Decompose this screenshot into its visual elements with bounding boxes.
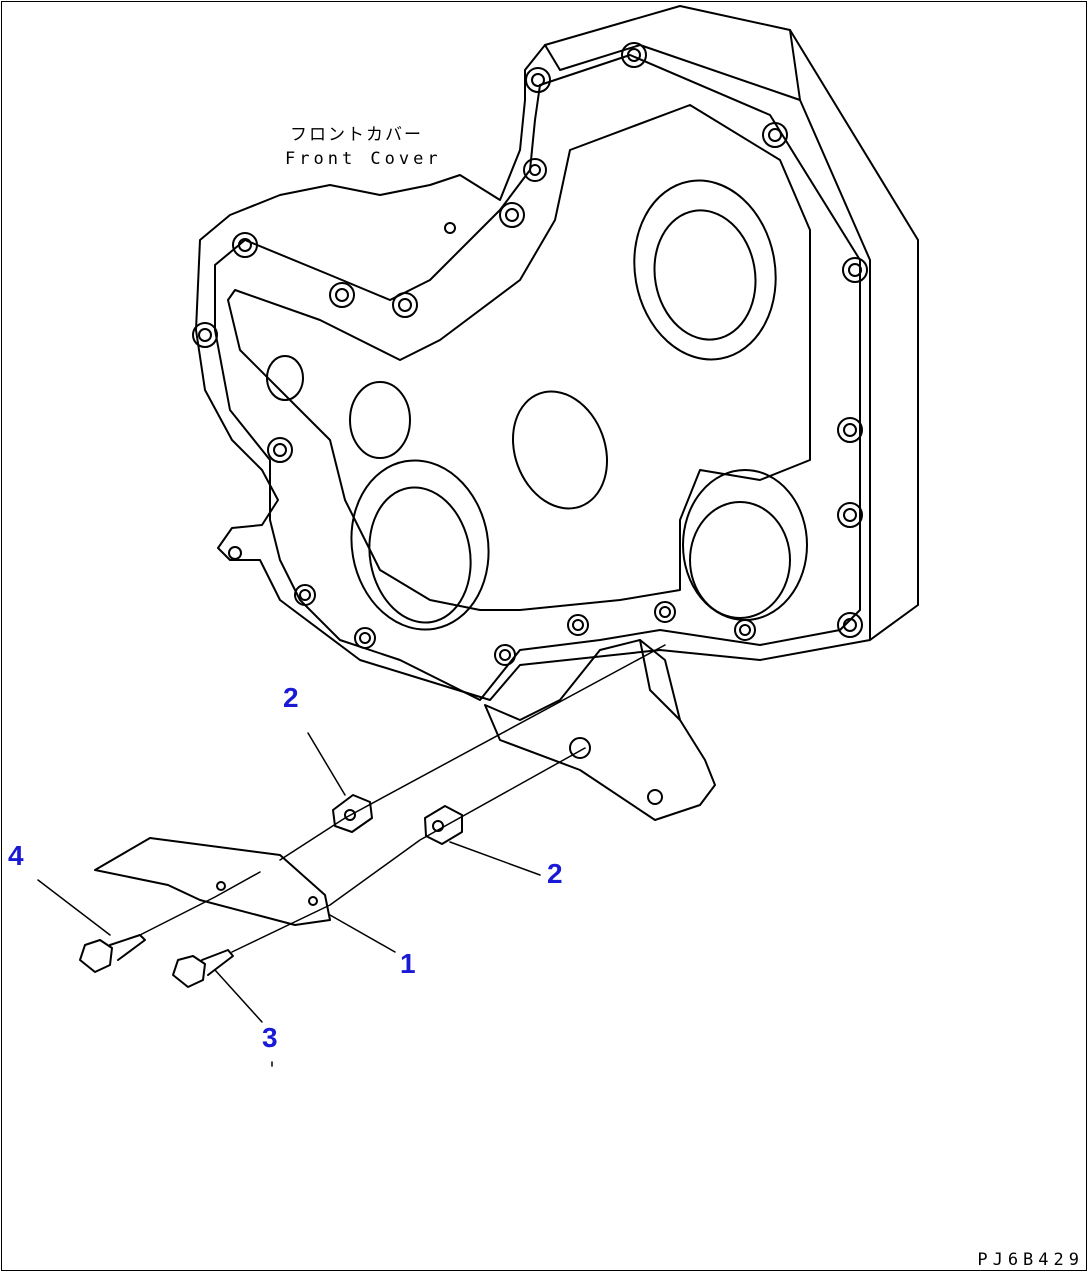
leader-1 — [329, 914, 396, 953]
cover-plate — [94, 837, 331, 926]
callout-4: 4 — [8, 840, 24, 871]
mid-opening — [349, 381, 411, 459]
assembly-line-lower — [231, 747, 586, 953]
front-cover-label-en: Front Cover — [285, 149, 442, 169]
bolt-long — [79, 934, 146, 973]
top-boss-outer — [633, 179, 777, 361]
cover-plate-hole-2 — [308, 896, 318, 906]
leader-2-lower — [449, 841, 541, 876]
bolt-short — [172, 949, 234, 988]
center-opening — [511, 390, 609, 510]
cover-plate-hole-1 — [216, 881, 226, 891]
flange-bolts — [192, 42, 868, 666]
front-cover-top-edge — [544, 44, 801, 101]
small-opening — [266, 355, 304, 401]
drawing-code: PJ6B429 — [977, 1250, 1084, 1270]
bracket-hole-2 — [647, 789, 663, 805]
leader-3 — [214, 969, 263, 1023]
spacer-upper — [332, 794, 373, 833]
spacer-lower — [424, 805, 463, 845]
callout-2-upper: 2 — [283, 682, 299, 713]
assembly-line-upper — [139, 644, 666, 936]
front-cover-label-jp: フロントカバー — [290, 125, 423, 145]
leader-4 — [37, 879, 111, 936]
bracket-hole-1 — [569, 737, 591, 759]
top-boss-inner — [653, 209, 757, 341]
lower-right-opening-inner — [689, 501, 791, 619]
callout-3: 3 — [262, 1022, 278, 1053]
front-cover-side-edge — [789, 29, 871, 641]
leader-2-upper — [307, 732, 346, 796]
callout-1: 1 — [400, 948, 416, 979]
callout-2-lower: 2 — [547, 858, 563, 889]
support-bracket — [484, 639, 716, 821]
front-cover-outline — [195, 5, 919, 701]
lower-left-opening-inner — [368, 486, 472, 624]
lower-left-opening-outer — [350, 459, 490, 631]
front-cover-inner-face — [227, 104, 811, 611]
